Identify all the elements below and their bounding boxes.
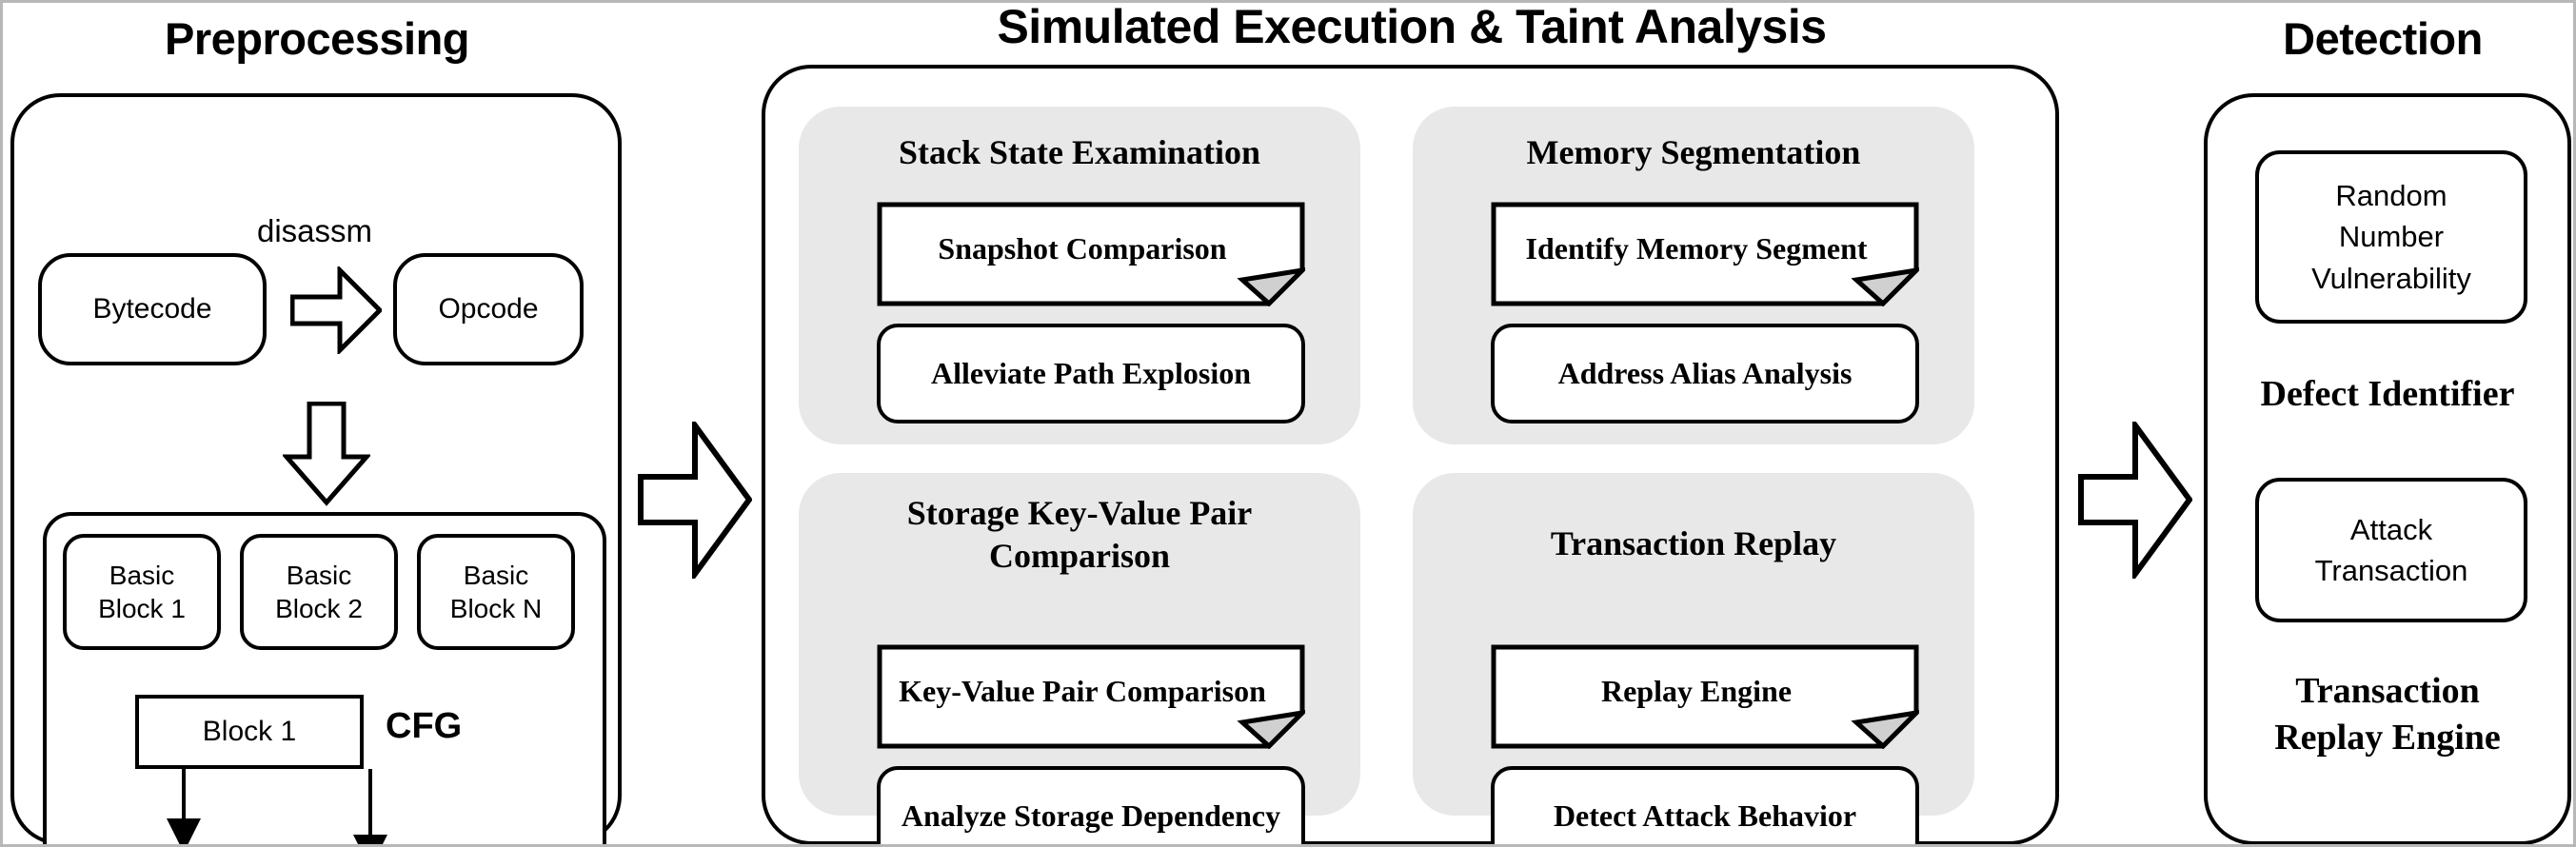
cfg-node-block-1[interactable]: Block 1	[135, 695, 364, 769]
caption-transaction-replay-engine: Transaction Replay Engine	[2208, 668, 2567, 762]
item-address-alias-analysis[interactable]: Address Alias Analysis	[1491, 324, 1919, 424]
group-title-storage-key-value-pair-comparison: Storage Key-Value Pair Comparison	[799, 492, 1360, 578]
item-replay-engine[interactable]: Replay Engine	[1491, 644, 1919, 749]
node-attack-transaction-line1: Attack	[2349, 512, 2433, 546]
basic-block-2-line2: Block 2	[275, 594, 363, 623]
node-random-number-vulnerability-line2: Number	[2338, 220, 2445, 254]
stage-title-preprocessing: Preprocessing	[164, 13, 470, 64]
node-random-number-vulnerability-line1: Random	[2335, 178, 2447, 212]
caption-transaction-replay-engine-line1: Transaction	[2295, 671, 2480, 711]
group-memory-segmentation: Memory Segmentation Identify Memory Segm…	[1413, 107, 1974, 444]
node-opcode[interactable]: Opcode	[393, 253, 584, 365]
group-storage-key-value-pair-comparison: Storage Key-Value Pair Comparison Key-Va…	[799, 473, 1360, 844]
node-random-number-vulnerability-line3: Vulnerability	[2311, 261, 2471, 295]
node-attack-transaction-line2: Transaction	[2314, 554, 2468, 587]
stage-arrow-preprocessing-to-simulated-icon	[638, 422, 752, 579]
group-title-transaction-replay: Transaction Replay	[1550, 524, 1837, 562]
block-arrow-down-icon	[283, 402, 370, 506]
group-title-storage-line2: Comparison	[988, 537, 1171, 575]
basic-block-n-line2: Block N	[449, 594, 543, 623]
group-title-storage-line1: Storage Key-Value Pair	[906, 494, 1253, 532]
basic-block-1-line1: Basic	[109, 561, 175, 590]
basic-block-2[interactable]: Basic Block 2	[240, 534, 398, 650]
item-key-value-pair-comparison-label: Key-Value Pair Comparison	[899, 673, 1266, 708]
basic-block-1[interactable]: Basic Block 1	[63, 534, 221, 650]
caption-transaction-replay-engine-line2: Replay Engine	[2274, 718, 2501, 758]
group-transaction-replay: Transaction Replay Replay Engine Detect …	[1413, 473, 1974, 844]
stage-arrow-simulated-to-detection-icon	[2078, 422, 2192, 579]
item-analyze-storage-dependency[interactable]: Analyze Storage Dependency	[877, 766, 1305, 844]
item-snapshot-comparison-label: Snapshot Comparison	[938, 230, 1227, 266]
group-stack-state-examination: Stack State Examination Snapshot Compari…	[799, 107, 1360, 444]
cfg-container: Basic Block 1 Basic Block 2 Basic Block …	[43, 512, 606, 844]
basic-block-1-line2: Block 1	[98, 594, 186, 623]
node-bytecode[interactable]: Bytecode	[38, 253, 267, 365]
item-alleviate-path-explosion[interactable]: Alleviate Path Explosion	[877, 324, 1305, 424]
group-title-memory-segmentation: Memory Segmentation	[1526, 133, 1861, 171]
item-snapshot-comparison[interactable]: Snapshot Comparison	[877, 202, 1305, 306]
item-key-value-pair-comparison[interactable]: Key-Value Pair Comparison	[877, 644, 1305, 749]
stage-title-detection: Detection	[2283, 13, 2483, 64]
item-identify-memory-segment-label: Identify Memory Segment	[1525, 230, 1868, 266]
item-detect-attack-behavior[interactable]: Detect Attack Behavior	[1491, 766, 1919, 844]
preprocessing-panel: Bytecode Opcode disassm Basic Block 1 Ba…	[10, 93, 622, 844]
basic-block-n[interactable]: Basic Block N	[417, 534, 575, 650]
stage-title-simulated-execution: Simulated Execution & Taint Analysis	[997, 0, 1827, 53]
item-identify-memory-segment[interactable]: Identify Memory Segment	[1491, 202, 1919, 306]
node-random-number-vulnerability[interactable]: Random Number Vulnerability	[2255, 150, 2527, 324]
detection-panel: Random Number Vulnerability Defect Ident…	[2204, 93, 2571, 844]
caption-defect-identifier: Defect Identifier	[2260, 374, 2515, 414]
basic-block-n-line1: Basic	[463, 561, 529, 590]
basic-block-2-line1: Basic	[286, 561, 352, 590]
disassm-label: disassm	[257, 213, 373, 248]
item-replay-engine-label: Replay Engine	[1600, 673, 1793, 708]
group-title-stack-state-examination: Stack State Examination	[898, 133, 1261, 171]
simulated-execution-panel: Stack State Examination Snapshot Compari…	[762, 65, 2059, 844]
cfg-label: CFG	[386, 706, 463, 746]
block-arrow-right-icon	[290, 266, 382, 354]
node-attack-transaction[interactable]: Attack Transaction	[2255, 478, 2527, 622]
